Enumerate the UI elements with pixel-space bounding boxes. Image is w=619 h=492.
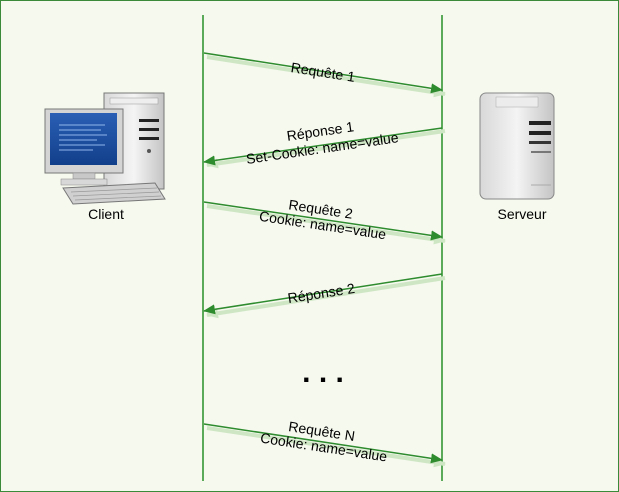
arrow-request-1 [203,52,443,94]
message-1: Requête 1 [203,52,446,98]
message-5: Requête N Cookie: name=value [203,418,446,468]
arrow-request-1 [206,55,446,98]
arrow-response-1 [203,127,443,166]
server-label: Serveur [497,206,546,222]
arrow-response-2 [203,273,443,315]
arrow-request-2 [206,204,446,245]
arrow-request-n [203,423,443,464]
arrow-request-n [206,426,446,468]
client-label: Client [88,206,124,222]
arrow-response-2 [206,276,446,319]
server-icon [479,92,555,200]
message-4: Réponse 2 [203,273,446,319]
message-label: Réponse 2 [287,280,357,306]
client-computer-icon [44,92,166,205]
ellipsis: . . . [302,356,344,389]
message-3: Requête 2 Cookie: name=value [203,196,446,245]
message-2: Réponse 1 Set-Cookie: name=value [203,118,446,169]
arrow-request-2 [203,201,443,241]
message-label: Requête 1 [290,59,357,85]
arrow-response-1 [206,129,446,169]
